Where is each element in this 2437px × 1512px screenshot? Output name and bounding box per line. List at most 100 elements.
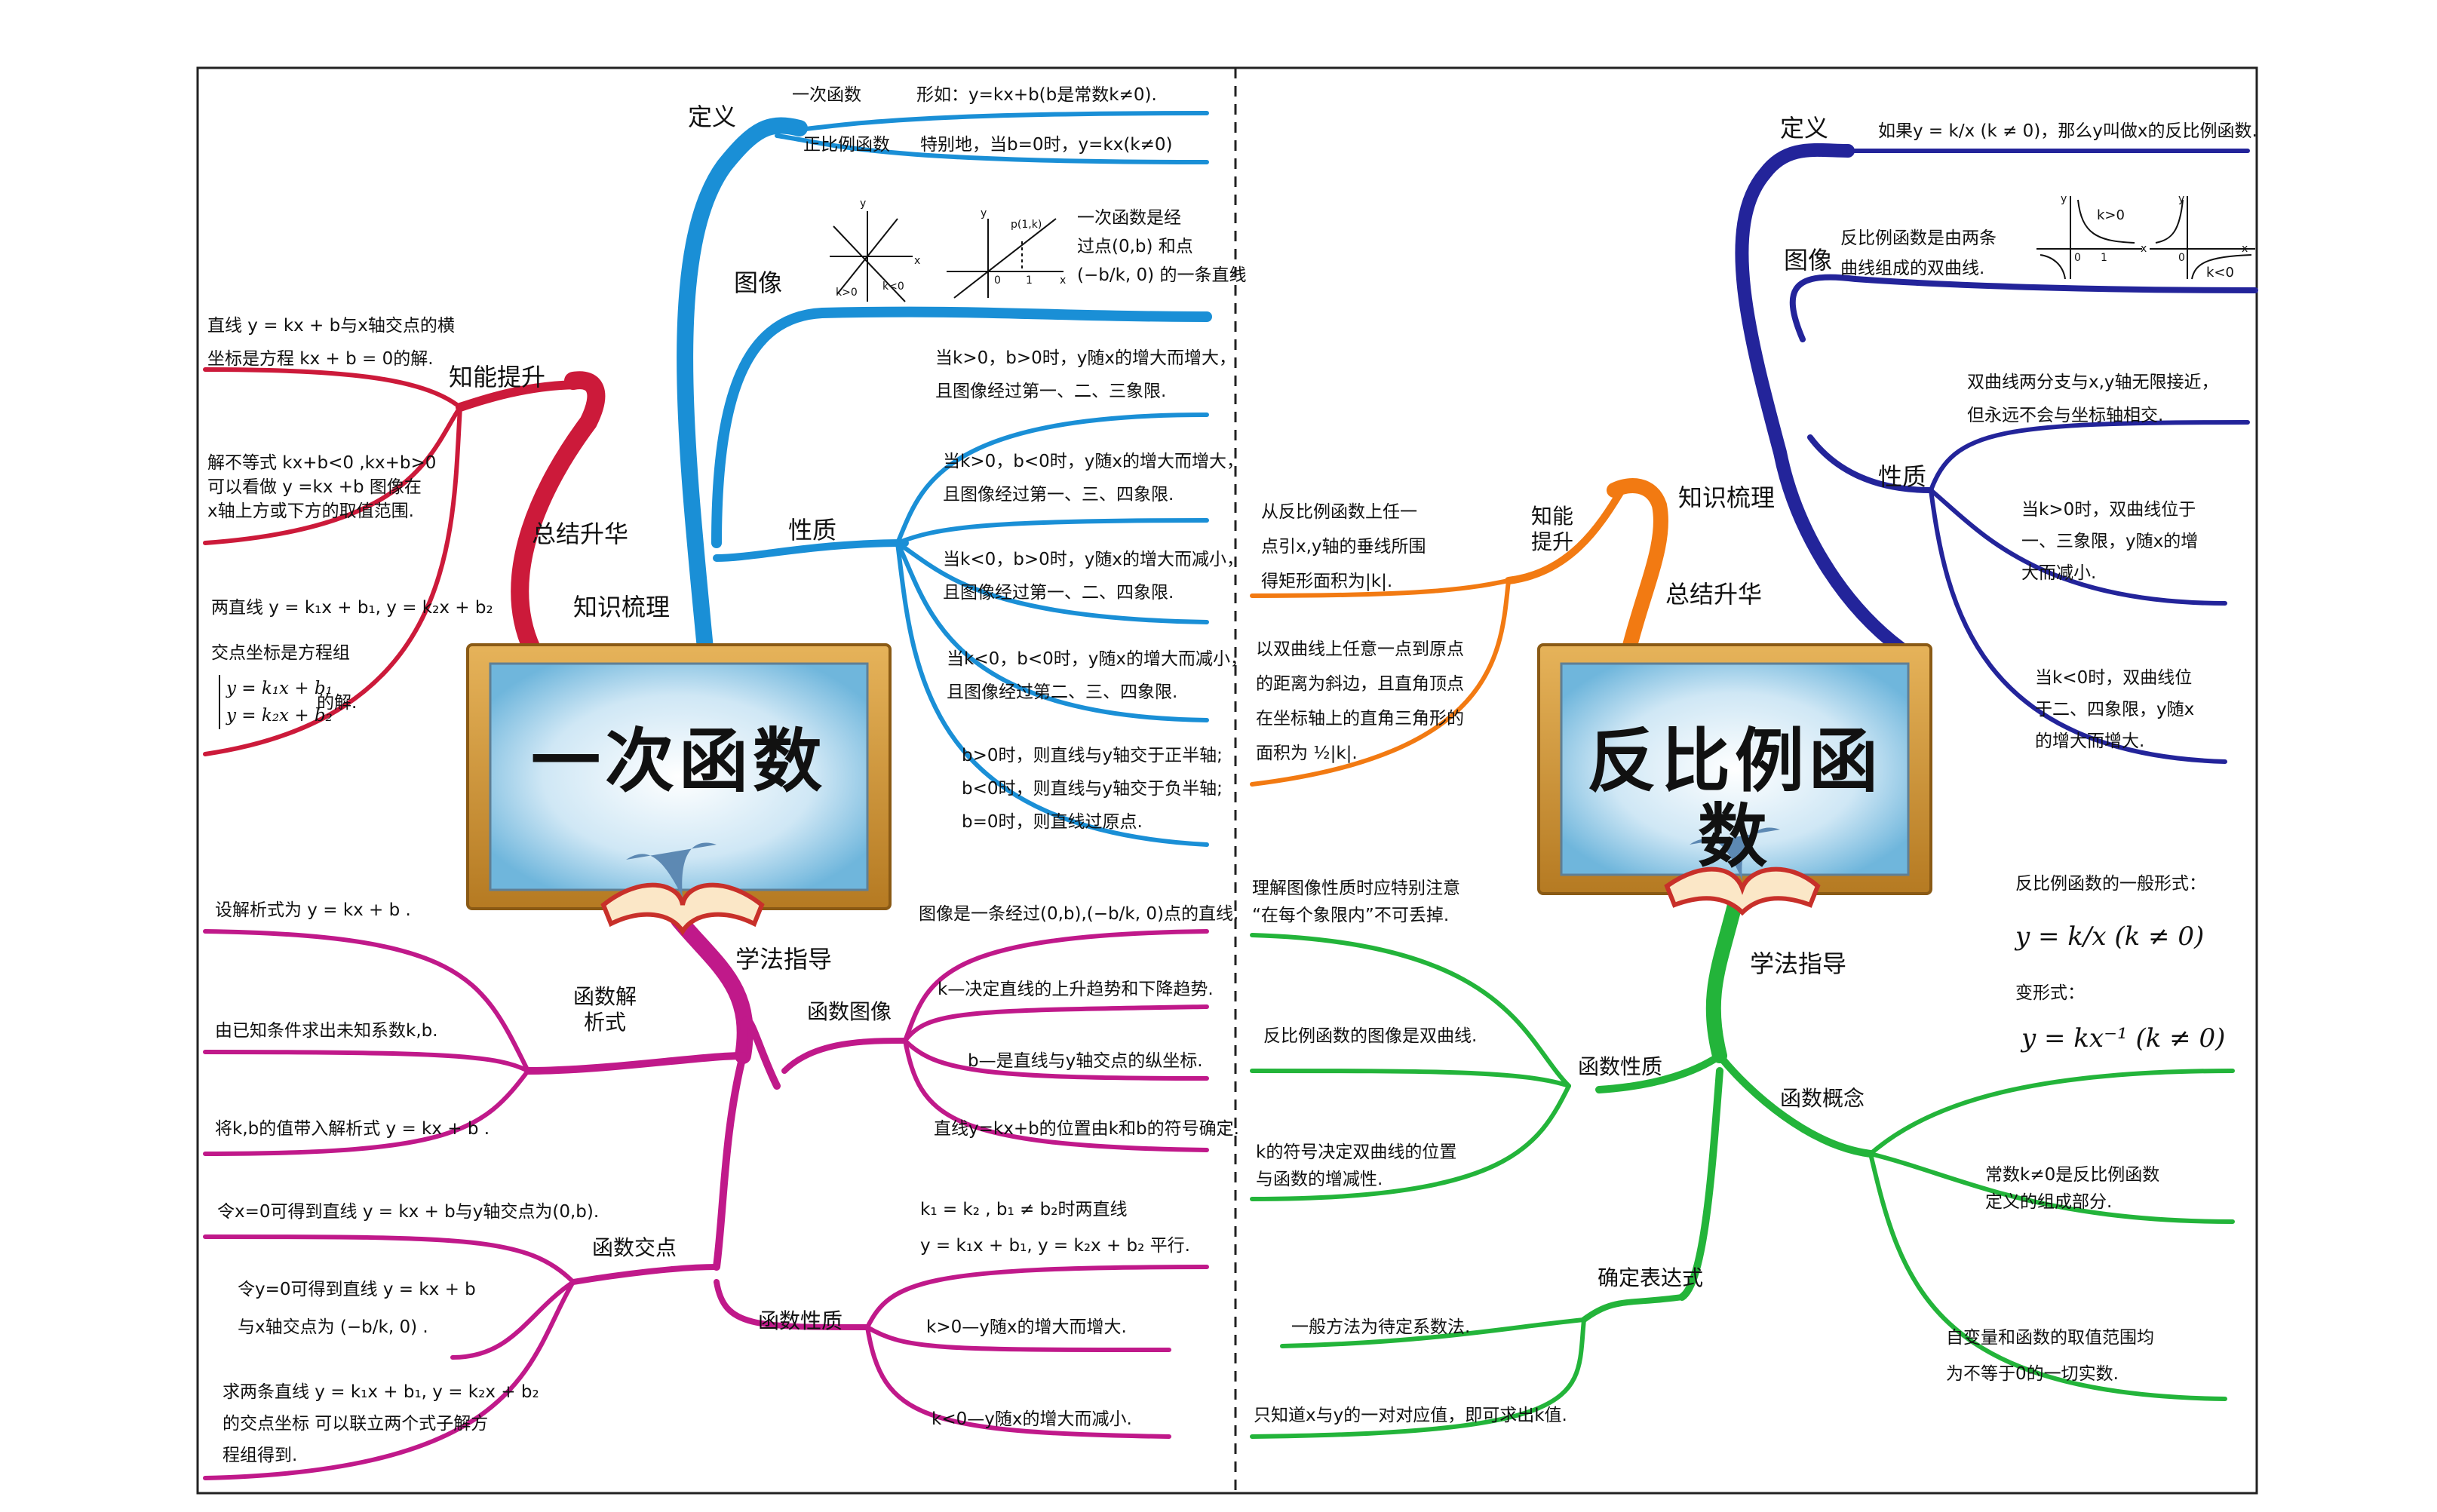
left-property-item: 当k>0，b<0时，y随x的增大而增大， 且图像经过第一、三、四象限. (943, 452, 1244, 505)
right-property-item: 当k<0时，双曲线位 于二、四象限，y随x 的增大而增大. (2035, 668, 2195, 751)
left-property-item: 当k<0，b<0时，y随x的增大而减小， 且图像经过第二、三、四象限. (947, 649, 1248, 702)
left-intersection-item: 令x=0可得到直线 y = kx + b与y轴交点为(0,b). (217, 1202, 600, 1222)
right-board-title: 反比例函数 (1586, 721, 1883, 877)
left-intersection-item: 求两条直线 y = k₁x + b₁, y = k₂x + b₂ 的交点坐标 可… (223, 1382, 539, 1465)
right-fprop-label: 函数性质 (1578, 1054, 1663, 1079)
left-blue-branches (677, 111, 1212, 847)
hyperbola-sketch-1 (2036, 196, 2142, 280)
left-property-item: b>0时，则直线与y轴交于正半轴; b<0时，则直线与y轴交于负半轴; b=0时… (962, 746, 1223, 832)
sketch-label: x (2141, 243, 2147, 255)
left-analytic-label: 函数解 析式 (573, 984, 637, 1035)
left-def-special: 特别地，当b=0时，y=kx(k≠0) (920, 135, 1173, 155)
right-ability-item: 以双曲线上任意一点到原点 的距离为斜边，且直角顶点 在坐标轴上的直角三角形的 面… (1256, 639, 1464, 763)
left-fgraph-item: 直线y=kx+b的位置由k和b的符号确定. (934, 1119, 1239, 1139)
sketch-label: y (2178, 193, 2185, 205)
left-intersection-label: 函数交点 (592, 1235, 677, 1260)
sketch-label: y (981, 207, 987, 219)
right-definition-text: 如果y = k/x (k ≠ 0)，那么y叫做x的反比例函数. (1878, 121, 2257, 141)
left-fprop-label: 函数性质 (758, 1308, 843, 1333)
left-ability-system: y = k₁x + b₁ y = k₂x + b₂ (219, 675, 333, 729)
left-analytic-item: 由已知条件求出未知系数k,b. (215, 1021, 438, 1041)
right-graph-label: 图像 (1784, 246, 1833, 274)
right-navy-branches (1735, 143, 2258, 764)
left-fprop-item: k₁ = k₂ , b₁ ≠ b₂时两直线 y = k₁x + b₁, y = … (920, 1200, 1190, 1256)
left-property-item: 当k<0，b>0时，y随x的增大而减小， 且图像经过第一、二、四象限. (943, 550, 1244, 603)
sketch-label: x (914, 255, 921, 267)
left-summary-label: 总结升华 (532, 520, 629, 548)
right-concept-item: 变形式： (2015, 983, 2085, 1003)
right-summary-label: 总结升华 (1665, 580, 1763, 609)
right-concept-formula: y = kx⁻¹ (k ≠ 0) (2021, 1023, 2226, 1053)
sketch-label: 0 (2178, 252, 2185, 264)
sketch-label: p(1,k) (1011, 219, 1042, 231)
right-orange-branches (1250, 478, 1668, 787)
left-def-term1: 一次函数 (792, 85, 861, 105)
sketch-label: k>0 (836, 287, 858, 299)
left-red-branches (203, 367, 606, 756)
left-property-label: 性质 (788, 516, 837, 544)
left-ability-label: 知能提升 (449, 363, 546, 391)
right-concept-formula: y = k/x (k ≠ 0) (2015, 922, 2205, 952)
left-fprop-item: k>0—y随x的增大而增大. (926, 1317, 1127, 1337)
left-board (466, 643, 892, 910)
right-fprop-item: 理解图像性质时应特别注意 “在每个象限内”不可丢掉. (1252, 879, 1460, 925)
left-board-title: 一次函数 (530, 721, 827, 802)
sketch-label: 1 (1026, 274, 1033, 287)
left-fgraph-item: 图像是一条经过(0,b),(−b/k, 0)点的直线. (919, 904, 1239, 924)
right-graph-desc: 反比例函数是由两条 曲线组成的双曲线. (1840, 228, 1997, 278)
hyperbola-sketch-2 (2150, 196, 2255, 280)
sketch-label: k<0 (882, 281, 904, 293)
right-fprop-item: k的符号决定双曲线的位置 与函数的增减性. (1256, 1142, 1457, 1189)
linear-graph-sketch-1 (830, 211, 913, 302)
right-ability-label: 知能 提升 (1531, 504, 1574, 554)
left-def-form: 形如：y=kx+b(b是常数k≠0). (916, 85, 1157, 105)
right-expr-item: 一般方法为待定系数法. (1291, 1317, 1471, 1337)
outer-border (196, 66, 2258, 1495)
right-green-branches (1250, 897, 2235, 1439)
sketch-label: 0 (994, 274, 1001, 287)
left-knowledge-label: 知识梳理 (573, 593, 671, 621)
left-property-item: 当k>0，b>0时，y随x的增大而增大， 且图像经过第一、二、三象限. (935, 348, 1236, 401)
right-concept-item: 常数k≠0是反比例函数 定义的组成部分. (1985, 1165, 2160, 1212)
right-property-label: 性质 (1878, 462, 1927, 491)
left-graph-label: 图像 (734, 268, 783, 297)
left-analytic-item: 将k,b的值带入解析式 y = kx + b . (215, 1119, 490, 1139)
left-fgraph-item: b—是直线与y轴交点的纵坐标. (968, 1051, 1203, 1071)
book-icon (1664, 827, 1821, 916)
right-ability-item: 从反比例函数上任一 点引x,y轴的垂线所围 得矩形面积为|k|. (1261, 502, 1426, 591)
left-ability-item: 两直线 y = k₁x + b₁, y = k₂x + b₂ 交点坐标是方程组 (211, 598, 493, 663)
left-graph-desc: 一次函数是经 过点(0,b) 和点 (−b/k, 0) 的一条直线 (1077, 208, 1247, 285)
right-property-item: 当k>0时，双曲线位于 一、三象限，y随x的增 大而减小. (2021, 500, 2199, 583)
left-ability-item: 直线 y = kx + b与x轴交点的横 坐标是方程 kx + b = 0的解. (207, 316, 455, 369)
left-fgraph-item: k—决定直线的上升趋势和下降趋势. (938, 980, 1214, 999)
sketch-label: x (1060, 274, 1067, 287)
left-analytic-item: 设解析式为 y = kx + b . (215, 900, 411, 920)
sketch-label: 0 (2074, 252, 2081, 264)
right-property-item: 双曲线两分支与x,y轴无限接近， 但永远不会与坐标轴相交. (1967, 373, 2219, 425)
left-fgraph-label: 函数图像 (807, 999, 892, 1024)
right-expr-label: 确定表达式 (1598, 1265, 1704, 1290)
linear-graph-sketch-2 (947, 218, 1064, 299)
sketch-label: y (2061, 193, 2067, 205)
left-intersection-item: 令y=0可得到直线 y = kx + b 与x轴交点为 (−b/k, 0) . (238, 1280, 476, 1337)
sketch-label: k<0 (2206, 265, 2234, 281)
sketch-label: k>0 (2097, 207, 2125, 223)
right-concept-item: 反比例函数的一般形式： (2015, 874, 2206, 894)
right-definition-label: 定义 (1780, 114, 1829, 143)
right-method-label: 学法指导 (1750, 949, 1847, 978)
left-magenta-branches (203, 912, 1209, 1480)
right-expr-item: 只知道x与y的一对对应值，即可求出k值. (1254, 1406, 1567, 1425)
left-def-term2: 正比例函数 (803, 135, 890, 155)
left-ability-item: 的解. (317, 693, 358, 713)
left-ability-item: 解不等式 kx+b<0 ,kx+b>0 可以看做 y =kx +b 图像在 x轴… (207, 453, 437, 521)
book-icon (600, 842, 765, 936)
right-knowledge-label: 知识梳理 (1678, 483, 1776, 512)
left-fprop-item: k<0—y随x的增大而减小. (932, 1409, 1132, 1429)
left-method-label: 学法指导 (735, 945, 833, 974)
sketch-label: y (860, 198, 867, 210)
right-fprop-item: 反比例函数的图像是双曲线. (1263, 1026, 1478, 1046)
sketch-label: x (2242, 243, 2248, 255)
left-definition-label: 定义 (688, 103, 737, 131)
sketch-label: 1 (2101, 252, 2107, 264)
